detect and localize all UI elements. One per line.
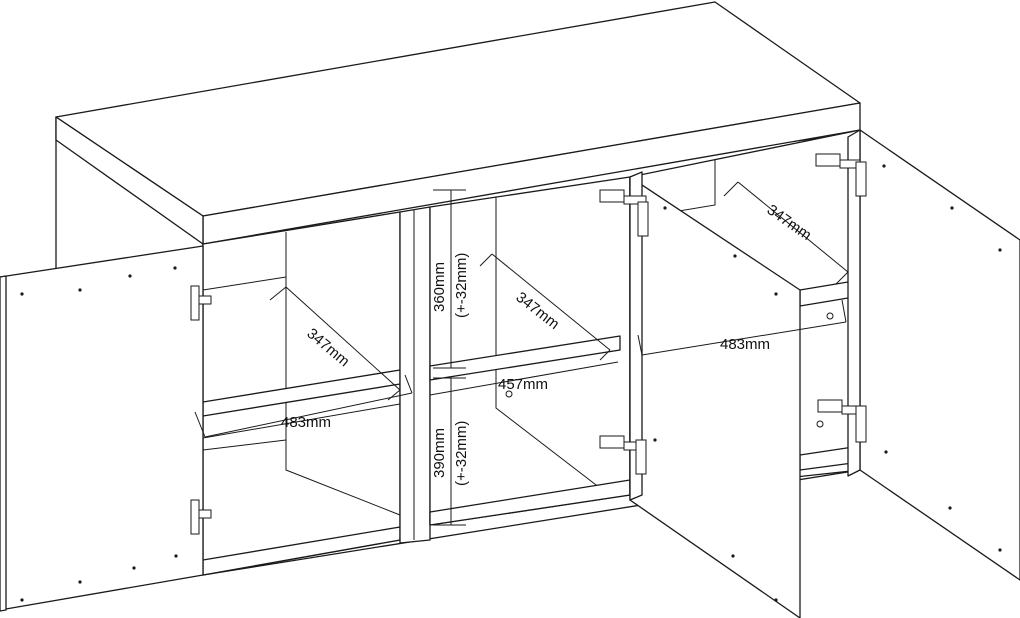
shelf-hole	[505, 390, 513, 398]
depth-middle-line	[491, 253, 611, 351]
depth-top-right-line	[737, 181, 849, 273]
door-screw	[128, 274, 132, 278]
door-screw	[78, 580, 82, 584]
left-shelf-under-line	[202, 403, 401, 439]
door-screw	[733, 254, 737, 258]
door-screw	[174, 554, 178, 558]
hinge-plate	[190, 285, 200, 321]
label-width-middle: 457mm	[498, 376, 548, 393]
door-screw	[132, 566, 136, 570]
dim-tick	[841, 299, 847, 323]
hinge-plate	[817, 399, 843, 413]
hinge-icon	[599, 189, 649, 237]
hinge-icon	[817, 399, 867, 443]
door-screw	[20, 292, 24, 296]
width-right-line	[641, 321, 847, 356]
left-door	[0, 245, 204, 611]
dim-tick	[404, 374, 413, 394]
door-screw	[78, 288, 82, 292]
label-height-lower-tol: (+-32mm)	[453, 421, 470, 486]
right-door	[859, 129, 1020, 581]
hinge-arm	[623, 195, 647, 205]
label-width-left: 483mm	[281, 414, 331, 431]
shelf-hole-right	[826, 312, 834, 320]
hinge-cup	[637, 201, 649, 237]
hinge-plate	[599, 189, 625, 203]
dim-tick	[194, 411, 206, 438]
hinge-icon	[599, 435, 647, 475]
door-screw	[663, 206, 667, 210]
middle-door-edge	[629, 171, 643, 501]
hinge-icon	[190, 499, 212, 535]
door-screw	[950, 206, 954, 210]
label-width-right: 483mm	[720, 336, 770, 353]
dimension-lines	[194, 181, 849, 526]
hinge-cup	[855, 405, 867, 443]
hinge-icon	[815, 153, 867, 197]
hinge-cup	[635, 439, 647, 475]
right-shelf	[429, 335, 621, 381]
right-compartment-back-edge	[495, 197, 601, 489]
hinge-plate	[815, 153, 841, 167]
left-compartment-back-edge	[285, 232, 401, 516]
label-height-lower: 390mm	[431, 428, 448, 478]
door-screw	[731, 554, 735, 558]
depth-left-line	[285, 286, 401, 391]
door-screw	[173, 266, 177, 270]
dim-tick	[723, 181, 739, 197]
width-left-line	[204, 392, 413, 438]
door-screw	[998, 248, 1002, 252]
dim-tick	[599, 349, 611, 361]
door-screw	[882, 164, 886, 168]
hinge-arm	[198, 509, 212, 519]
left-bottom-back-line	[202, 439, 287, 451]
hinge-plate	[599, 435, 625, 449]
dim-tick	[269, 286, 287, 301]
door-screw	[653, 438, 657, 442]
label-height-upper: 360mm	[431, 262, 448, 312]
left-shelf-back-line	[202, 276, 287, 291]
hinges	[190, 153, 867, 535]
hinge-plate	[190, 499, 200, 535]
door-screw	[948, 506, 952, 510]
dim-tick	[479, 253, 493, 267]
label-height-upper-tol: (+-32mm)	[453, 253, 470, 318]
hinge-cup	[855, 161, 867, 197]
door-screw	[774, 598, 778, 602]
width-middle-line	[429, 361, 619, 396]
doors	[0, 129, 1020, 618]
middle-divider	[399, 206, 431, 544]
door-screw	[774, 292, 778, 296]
dim-tick	[387, 389, 401, 401]
door-screw	[998, 548, 1002, 552]
dim-tick	[835, 271, 849, 285]
dim-tick	[637, 334, 643, 356]
door-screw	[20, 598, 24, 602]
hinge-arm	[198, 295, 212, 305]
hinge-icon	[190, 285, 212, 321]
right-door-edge	[847, 129, 861, 477]
left-door-edge	[0, 275, 7, 612]
shelf-hole-right-low	[816, 420, 824, 428]
door-screw	[884, 450, 888, 454]
